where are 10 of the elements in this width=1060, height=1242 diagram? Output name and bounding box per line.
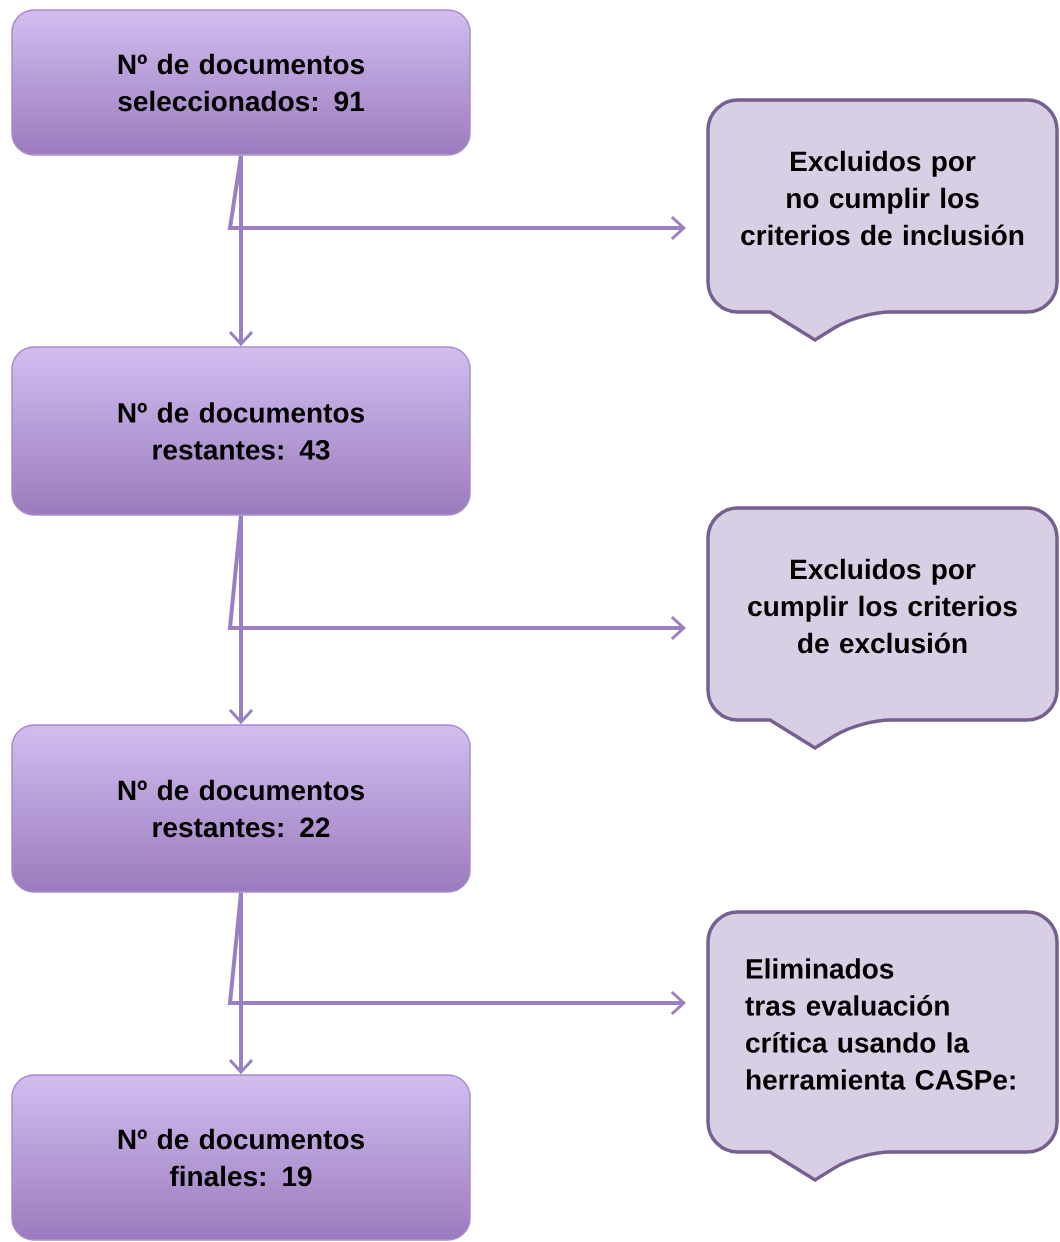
- process-box: Nº de documentos restantes: 22: [11, 724, 471, 893]
- process-box: Nº de documentos restantes: 43: [11, 346, 471, 516]
- callout-box: Excluidos por cumplir los criterios de exclusión: [706, 506, 1059, 750]
- arrow: [227, 515, 686, 641]
- arrow: [227, 892, 686, 1016]
- process-box: Nº de documentos seleccionados: 91: [11, 9, 471, 156]
- callout-box: Eliminados tras evaluación crítica usando la herramienta CASPe:: [706, 910, 1059, 1182]
- callout-box: Excluidos por no cumplir los criterios de inclusión: [706, 98, 1059, 342]
- arrow: [227, 155, 686, 241]
- process-box: Nº de documentos finales: 19: [11, 1074, 471, 1241]
